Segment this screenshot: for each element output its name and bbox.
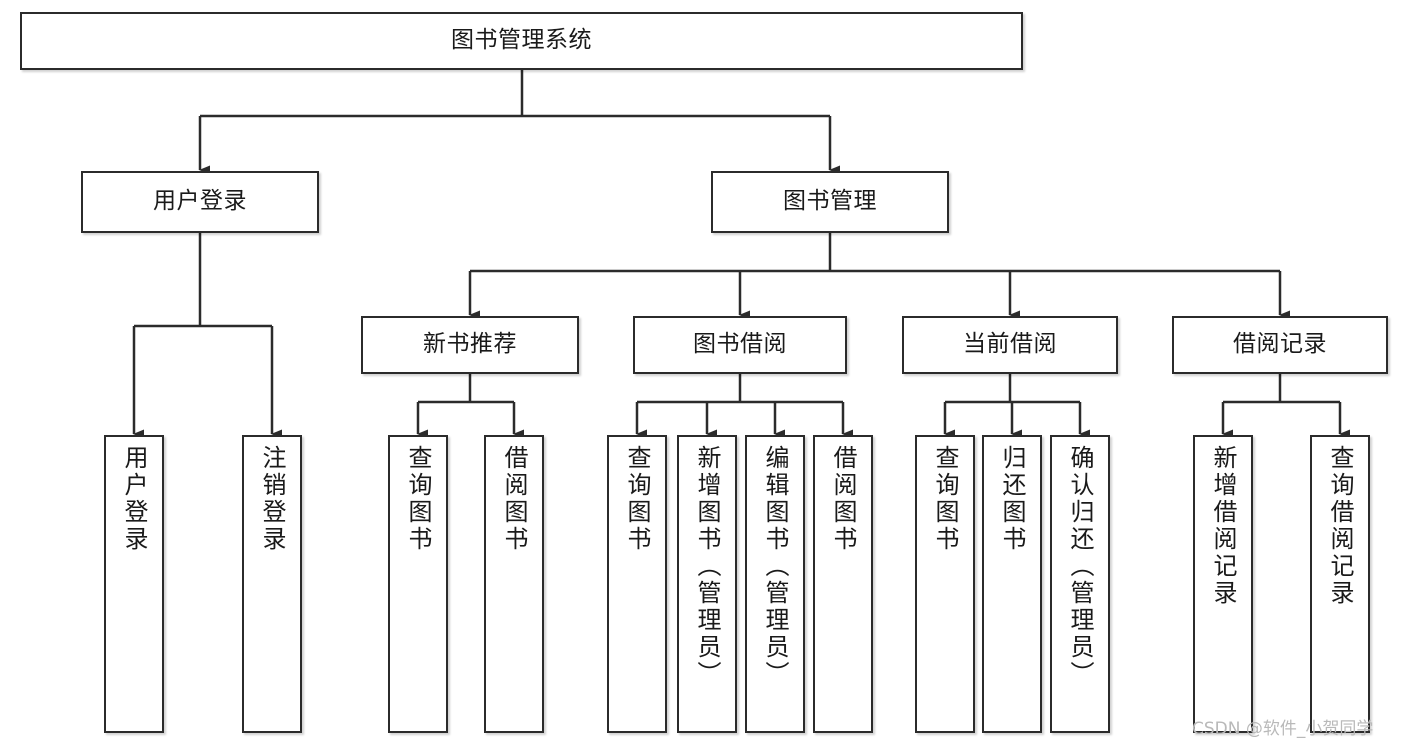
node-label-leaf-add-record: 新增借阅记录 bbox=[1209, 445, 1237, 607]
node-leaf-borrow-book-1[interactable]: 借阅图书 bbox=[484, 435, 544, 733]
node-label-leaf-query-book-1: 查询图书 bbox=[404, 445, 432, 553]
node-leaf-query-book-2[interactable]: 查询图书 bbox=[607, 435, 667, 733]
node-label-book-borrow: 图书借阅 bbox=[693, 331, 787, 358]
node-leaf-logout[interactable]: 注销登录 bbox=[242, 435, 302, 733]
node-new-book-rec[interactable]: 新书推荐 bbox=[361, 316, 579, 374]
node-label-leaf-return-book: 归还图书 bbox=[998, 445, 1026, 553]
node-leaf-add-record[interactable]: 新增借阅记录 bbox=[1193, 435, 1253, 733]
node-book-manage[interactable]: 图书管理 bbox=[711, 171, 949, 233]
node-label-leaf-user-login: 用户登录 bbox=[120, 445, 148, 553]
node-label-book-manage: 图书管理 bbox=[783, 188, 877, 215]
node-leaf-edit-book[interactable]: 编辑图书（管理员） bbox=[745, 435, 805, 733]
node-label-borrow-record: 借阅记录 bbox=[1233, 331, 1327, 358]
node-label-leaf-query-book-2: 查询图书 bbox=[623, 445, 651, 553]
node-label-leaf-borrow-book-1: 借阅图书 bbox=[500, 445, 528, 553]
node-leaf-confirm-ret[interactable]: 确认归还（管理员） bbox=[1050, 435, 1110, 733]
node-label-leaf-logout: 注销登录 bbox=[258, 445, 286, 553]
node-book-borrow[interactable]: 图书借阅 bbox=[633, 316, 847, 374]
csdn-watermark: CSDN @软件_小贺同学 bbox=[1192, 719, 1374, 739]
node-label-leaf-borrow-book-2: 借阅图书 bbox=[829, 445, 857, 553]
node-label-leaf-query-record: 查询借阅记录 bbox=[1326, 445, 1354, 607]
node-leaf-add-book[interactable]: 新增图书（管理员） bbox=[677, 435, 737, 733]
node-label-leaf-edit-book: 编辑图书（管理员） bbox=[761, 445, 789, 688]
node-root[interactable]: 图书管理系统 bbox=[20, 12, 1023, 70]
node-leaf-query-record[interactable]: 查询借阅记录 bbox=[1310, 435, 1370, 733]
node-leaf-return-book[interactable]: 归还图书 bbox=[982, 435, 1042, 733]
node-label-current-borrow: 当前借阅 bbox=[963, 331, 1057, 358]
node-label-leaf-add-book: 新增图书（管理员） bbox=[693, 445, 721, 688]
node-label-new-book-rec: 新书推荐 bbox=[423, 331, 517, 358]
node-label-root: 图书管理系统 bbox=[451, 27, 592, 54]
node-current-borrow[interactable]: 当前借阅 bbox=[902, 316, 1118, 374]
node-leaf-borrow-book-2[interactable]: 借阅图书 bbox=[813, 435, 873, 733]
node-leaf-query-book-3[interactable]: 查询图书 bbox=[915, 435, 975, 733]
node-label-leaf-confirm-ret: 确认归还（管理员） bbox=[1066, 445, 1094, 688]
node-leaf-query-book-1[interactable]: 查询图书 bbox=[388, 435, 448, 733]
node-label-user-login: 用户登录 bbox=[153, 188, 247, 215]
node-borrow-record[interactable]: 借阅记录 bbox=[1172, 316, 1388, 374]
node-leaf-user-login[interactable]: 用户登录 bbox=[104, 435, 164, 733]
node-user-login[interactable]: 用户登录 bbox=[81, 171, 319, 233]
node-label-leaf-query-book-3: 查询图书 bbox=[931, 445, 959, 553]
